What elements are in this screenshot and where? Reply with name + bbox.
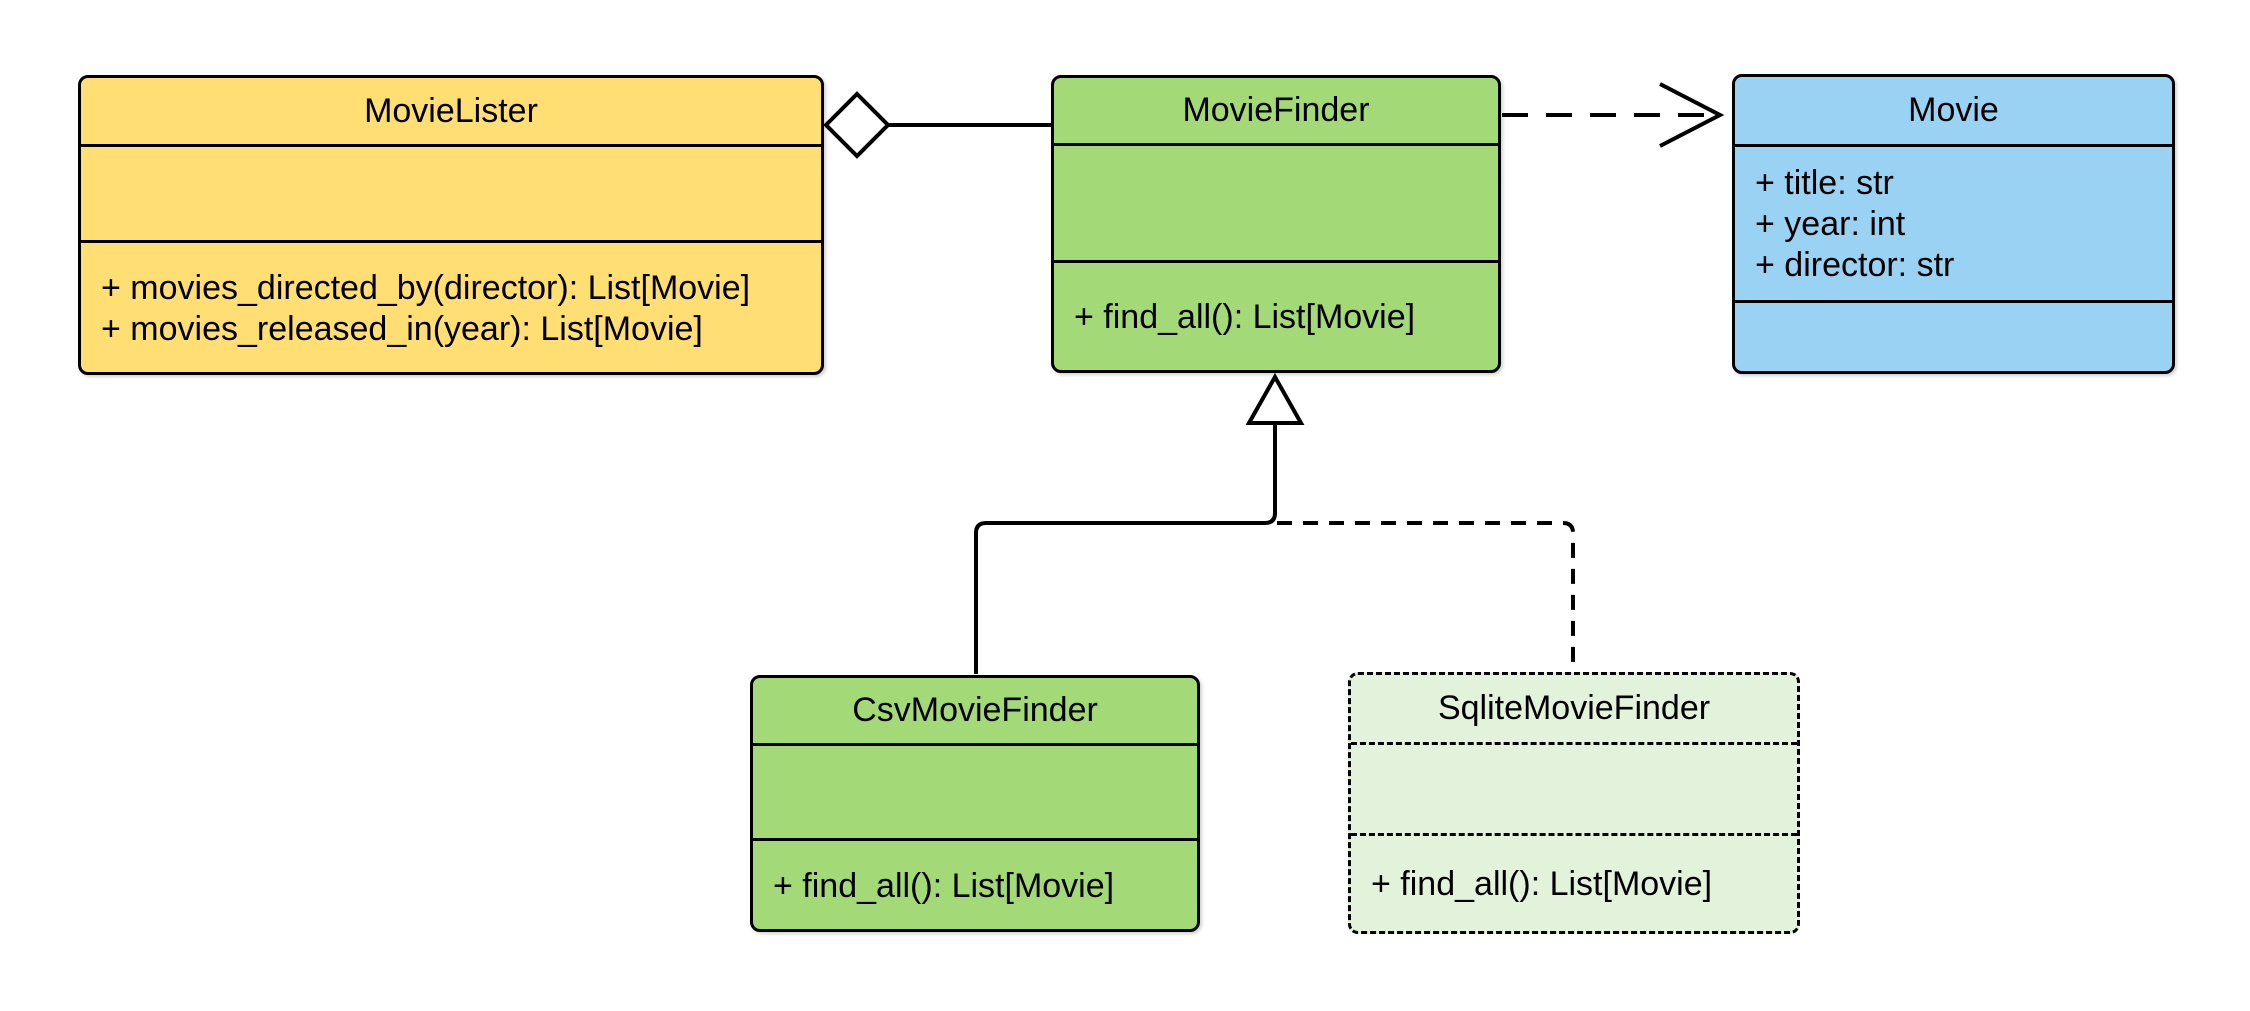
methods-compartment: + movies_directed_by(director): List[Mov…	[81, 240, 821, 372]
class-box-movielister: MovieLister + movies_directed_by(directo…	[78, 75, 824, 375]
method-item: + movies_released_in(year): List[Movie]	[101, 309, 703, 348]
methods-compartment: + find_all(): List[Movie]	[1054, 260, 1498, 370]
attribute-item: + director: str	[1755, 246, 1955, 284]
inheritance-solid-line	[974, 423, 1277, 674]
class-name: Movie	[1908, 91, 1999, 129]
attributes-compartment	[81, 144, 821, 240]
attributes-compartment: + title: str + year: int + director: str	[1735, 144, 2172, 300]
class-name: CsvMovieFinder	[852, 691, 1098, 729]
class-name: MovieFinder	[1182, 91, 1370, 129]
dependency-connector	[1502, 82, 1725, 148]
class-box-csvmoviefinder: CsvMovieFinder + find_all(): List[Movie]	[750, 675, 1200, 932]
class-name: SqliteMovieFinder	[1437, 689, 1711, 727]
inheritance-connector-dashed	[1277, 521, 1575, 671]
method-item: + movies_directed_by(director): List[Mov…	[101, 268, 751, 307]
method-item: + find_all(): List[Movie]	[1371, 865, 1713, 903]
inheritance-dashed-line	[1277, 521, 1575, 671]
class-name: MovieLister	[364, 91, 538, 130]
method-item: + find_all(): List[Movie]	[1074, 298, 1416, 336]
attribute-item: + year: int	[1755, 205, 1906, 243]
dependency-open-arrowhead-icon	[1659, 82, 1725, 148]
aggregation-connector	[823, 91, 1053, 159]
class-box-moviefinder: MovieFinder + find_all(): List[Movie]	[1051, 75, 1501, 373]
attributes-compartment	[1351, 742, 1797, 833]
method-item: + find_all(): List[Movie]	[773, 866, 1115, 905]
methods-compartment: + find_all(): List[Movie]	[753, 838, 1197, 929]
attribute-item: + title: str	[1755, 164, 1894, 202]
attributes-compartment	[1054, 143, 1498, 260]
inheritance-triangle-icon	[1245, 372, 1305, 425]
inheritance-connector-solid	[974, 423, 1277, 674]
methods-compartment	[1735, 300, 2172, 371]
attributes-compartment	[753, 743, 1197, 838]
methods-compartment: + find_all(): List[Movie]	[1351, 833, 1797, 931]
aggregation-diamond-icon	[823, 91, 891, 159]
class-box-sqlitemoviefinder: SqliteMovieFinder + find_all(): List[Mov…	[1348, 672, 1800, 934]
class-box-movie: Movie + title: str + year: int + directo…	[1732, 74, 2175, 374]
